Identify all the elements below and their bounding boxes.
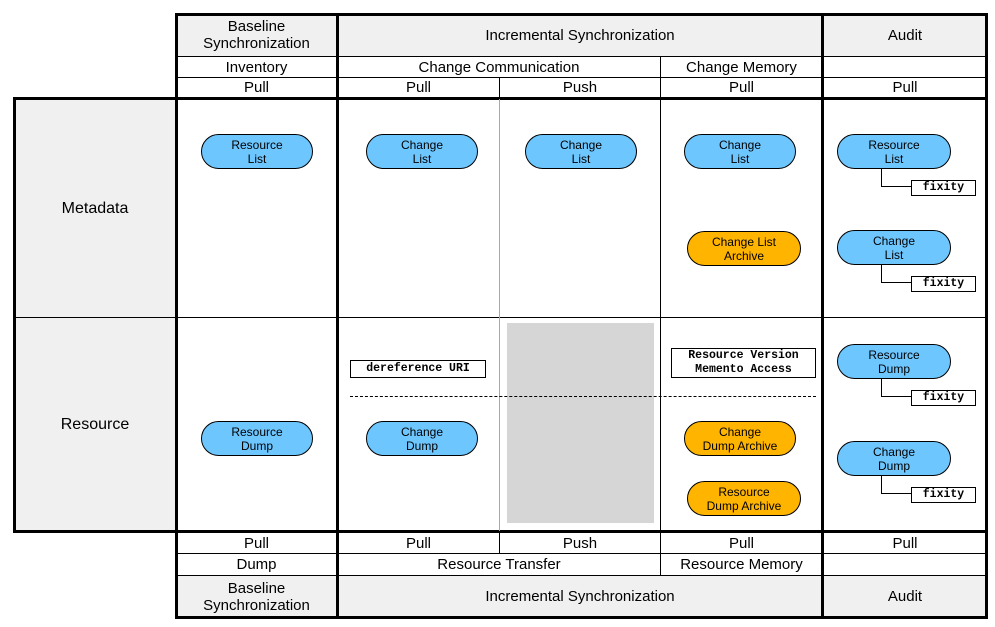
- footer-resource-memory: Resource Memory: [680, 556, 803, 573]
- resource-version-memento-box: Resource Version Memento Access: [671, 348, 816, 378]
- grid-line: [821, 13, 824, 99]
- header-audit: Audit: [823, 14, 987, 56]
- change-list-capability: Change List: [684, 134, 796, 169]
- header-change-communication: Change Communication: [418, 58, 580, 76]
- grid-line: [175, 13, 178, 99]
- footer-push-change: Push: [562, 534, 598, 552]
- footer-incremental-synchronization: Incremental Synchronization: [338, 576, 822, 617]
- grid-line: [821, 531, 824, 619]
- grid-line: [336, 13, 339, 99]
- dotted-separator: [350, 396, 816, 397]
- grid-line: [499, 533, 500, 554]
- footer-audit: Audit: [823, 576, 987, 617]
- grid-line: [175, 616, 988, 619]
- resource-dump-capability: Resource Dump: [837, 344, 951, 379]
- footer-pull-audit: Pull: [892, 534, 918, 552]
- change-list-archive-capability: Change List Archive: [687, 231, 801, 266]
- grid-line: [336, 531, 339, 619]
- header-push-change: Push: [562, 78, 598, 96]
- fixity-connector: [881, 379, 911, 397]
- grid-line: [176, 575, 987, 576]
- grid-line: [175, 531, 178, 619]
- grid-line: [660, 533, 661, 576]
- grid-line: [660, 57, 661, 98]
- push-resource-shaded-area: [507, 323, 654, 523]
- fixity-connector: [881, 476, 911, 494]
- header-incremental-synchronization: Incremental Synchronization: [338, 14, 822, 56]
- grid-line: [14, 317, 987, 318]
- header-pull-change: Pull: [405, 78, 431, 96]
- header-pull-audit: Pull: [892, 78, 918, 96]
- footer-pull-baseline: Pull: [243, 534, 269, 552]
- change-list-capability: Change List: [525, 134, 637, 169]
- change-dump-archive-capability: Change Dump Archive: [684, 421, 796, 456]
- grid-line: [985, 531, 988, 619]
- grid-line: [985, 13, 988, 99]
- fixity-box: fixity: [911, 390, 976, 406]
- change-list-capability: Change List: [837, 230, 951, 265]
- footer-dump: Dump: [236, 556, 277, 573]
- grid-line: [985, 97, 988, 533]
- grid-line: [499, 77, 500, 98]
- resource-dump-capability: Resource Dump: [201, 421, 313, 456]
- change-dump-capability: Change Dump: [366, 421, 478, 456]
- header-inventory: Inventory: [225, 58, 288, 76]
- grid-line: [175, 97, 178, 533]
- row-label-resource: Resource: [14, 318, 176, 531]
- fixity-box: fixity: [911, 180, 976, 196]
- row-label-metadata: Metadata: [14, 99, 176, 317]
- grid-line: [13, 530, 988, 533]
- grid-line: [499, 99, 500, 531]
- grid-line: [176, 77, 987, 78]
- fixity-box: fixity: [911, 487, 976, 503]
- footer-pull-memory: Pull: [728, 534, 754, 552]
- resource-list-capability: Resource List: [837, 134, 951, 169]
- footer-baseline-synchronization: Baseline Synchronization: [176, 576, 337, 617]
- dereference-uri-box: dereference URI: [350, 360, 486, 378]
- change-list-capability: Change List: [366, 134, 478, 169]
- grid-line: [175, 13, 988, 16]
- grid-line: [176, 553, 987, 554]
- header-pull-memory: Pull: [728, 78, 754, 96]
- fixity-connector: [881, 169, 911, 187]
- header-baseline-synchronization: Baseline Synchronization: [176, 14, 337, 56]
- change-dump-capability: Change Dump: [837, 441, 951, 476]
- grid-line: [336, 97, 339, 533]
- resource-dump-archive-capability: Resource Dump Archive: [687, 481, 801, 516]
- grid-line: [13, 97, 16, 533]
- grid-line: [821, 97, 824, 533]
- footer-pull-change: Pull: [405, 534, 431, 552]
- fixity-connector: [881, 265, 911, 283]
- grid-line: [176, 56, 987, 57]
- footer-resource-transfer: Resource Transfer: [437, 556, 561, 573]
- resource-list-capability: Resource List: [201, 134, 313, 169]
- header-change-memory: Change Memory: [686, 58, 797, 76]
- grid-line: [660, 99, 661, 531]
- header-pull-baseline: Pull: [243, 78, 269, 96]
- grid-line: [13, 97, 988, 100]
- fixity-box: fixity: [911, 276, 976, 292]
